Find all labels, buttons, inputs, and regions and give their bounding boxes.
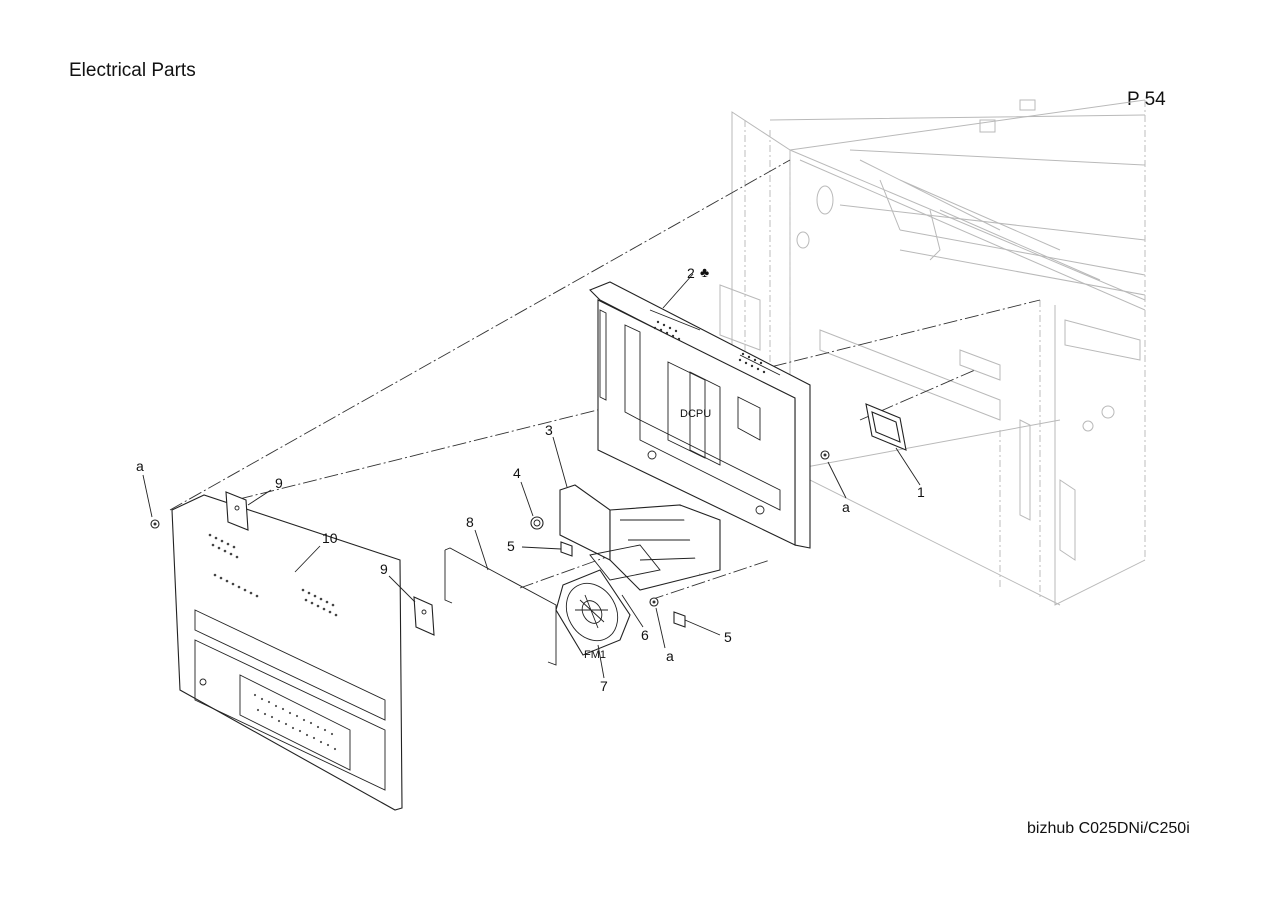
dcpu-board-assembly: [589, 281, 811, 549]
screw-a-left: [150, 519, 160, 529]
callout-9-upper: 9: [275, 475, 283, 491]
dcpu-label: DCPU: [680, 408, 711, 420]
callout-a-lower: a: [666, 648, 674, 664]
insulation-sheet: [589, 544, 661, 581]
gasket-ring: [865, 403, 907, 451]
fm1-label: FM1: [584, 649, 606, 661]
clip-5-left: [560, 541, 573, 557]
callout-a-right: a: [842, 499, 850, 515]
callout-5-right: 5: [724, 629, 732, 645]
machine-frame-ghost: [719, 99, 1146, 606]
callout-8: 8: [466, 514, 474, 530]
cooling-fan-fm1: [555, 569, 631, 656]
callout-5-left: 5: [507, 538, 515, 554]
callout-4: 4: [513, 465, 521, 481]
callout-10: 10: [322, 530, 338, 546]
callout-6: 6: [641, 627, 649, 643]
rear-cover-panel: [171, 494, 403, 811]
leader-lines: [142, 273, 921, 679]
callout-9-lower: 9: [380, 561, 388, 577]
page-title: Electrical Parts: [69, 60, 196, 81]
plate-9-upper: [225, 491, 249, 531]
clip-5-right: [673, 611, 686, 628]
callout-7: 7: [600, 678, 608, 694]
callout-2-symbol: ♣: [700, 264, 709, 280]
callout-2: 2: [687, 265, 695, 281]
callout-a-left: a: [136, 458, 144, 474]
screw-a-lower: [649, 597, 659, 607]
screw-a-right: [820, 450, 830, 460]
model-name: bizhub C025DNi/C250i: [1027, 820, 1190, 837]
page-number: P 54: [1127, 89, 1166, 110]
callout-3: 3: [545, 422, 553, 438]
screw-4: [530, 516, 544, 530]
wire-rod: [444, 547, 557, 666]
callout-1: 1: [917, 484, 925, 500]
plate-9-lower: [413, 596, 435, 636]
fan-duct: [559, 484, 721, 591]
